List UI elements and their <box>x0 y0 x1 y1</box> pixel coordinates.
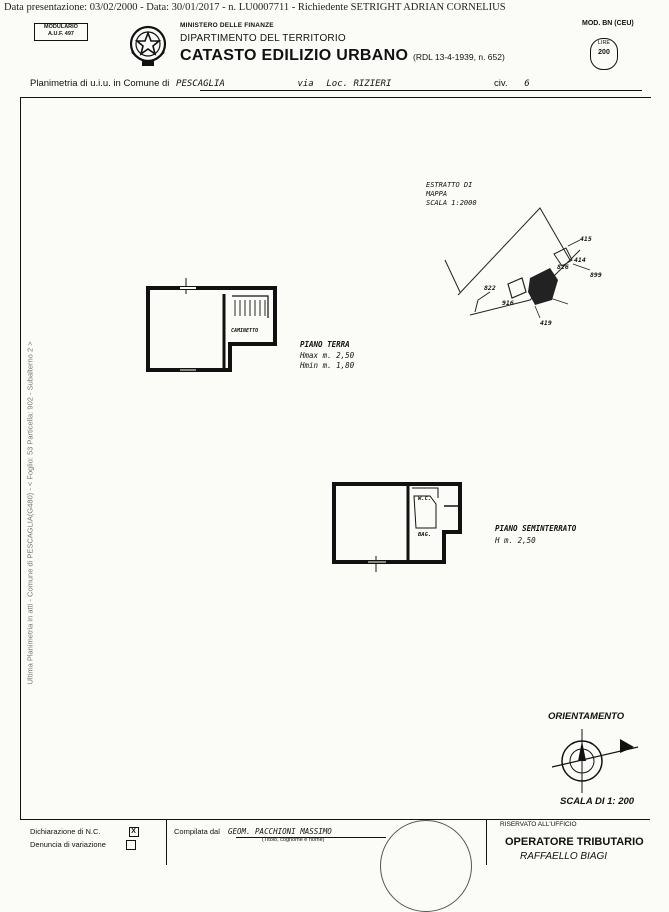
map-label-415: 415 <box>580 235 592 243</box>
compiler-cell: Compilata dal GEOM. PACCHIONI MASSIMO (T… <box>166 819 487 865</box>
rdl-reference: (RDL 13-4-1939, n. 652) <box>412 52 505 62</box>
basement-label-bag: BAG. <box>418 532 432 538</box>
basement-title: PIANO SEMINTERRATO <box>495 524 577 533</box>
basement-floor-plan <box>332 482 462 572</box>
ground-floor-title: PIANO TERRA <box>300 340 350 349</box>
decl-nc-checkbox: X <box>128 827 139 838</box>
lire-stamp: LIRE 200 <box>590 38 618 70</box>
map-label-899: 899 <box>590 271 602 279</box>
drawing-frame <box>20 97 651 820</box>
civ-underline <box>600 90 642 91</box>
footer-band <box>20 819 650 866</box>
estratto-line-1: ESTRATTO DI <box>426 181 473 189</box>
estratto-label: ESTRATTO DI MAPPA SCALA 1:2000 <box>426 181 477 208</box>
model-code: MOD. BN (CEU) <box>582 20 634 27</box>
operator-name: RAFFAELLO BIAGI <box>520 851 608 862</box>
office-cell: RISERVATO ALL'UFFICIO <box>486 819 650 865</box>
ground-floor-hmin: Hmin m. 1,80 <box>300 361 355 370</box>
decl-nc-row: Dichiarazione di N.C. X <box>30 827 139 838</box>
map-label-826: 826 <box>557 263 569 271</box>
decl-var-checkbox <box>125 840 136 851</box>
basement-height: H m. 2,50 <box>495 536 536 545</box>
map-label-414: 414 <box>574 256 586 264</box>
model-box-line-2: A.U.F. 497 <box>48 31 74 37</box>
lire-label: LIRE <box>597 40 611 46</box>
estratto-line-3: SCALA 1:2000 <box>426 199 477 207</box>
operator-title: OPERATORE TRIBUTARIO <box>505 836 644 848</box>
decl-var-label: Denuncia di variazione <box>30 840 106 849</box>
catasto-title-text: CATASTO EDILIZIO URBANO <box>180 47 409 64</box>
estratto-line-2: MAPPA <box>426 190 448 198</box>
compiler-name: GEOM. PACCHIONI MASSIMO <box>227 827 332 836</box>
comune-value: PESCAGLIA <box>176 79 225 89</box>
compiler-label: Compilata dal <box>174 827 220 836</box>
basement-label-wc: W.C. <box>418 496 432 502</box>
caminetto-label: CAMINETTO <box>231 328 259 334</box>
republic-emblem-icon <box>129 25 167 66</box>
north-arrow-icon <box>551 729 639 793</box>
decl-var-row: Denuncia di variazione <box>30 840 136 851</box>
catasto-title: CATASTO EDILIZIO URBANO (RDL 13-4-1939, … <box>180 47 505 65</box>
planimetria-line: Planimetria di u.i.u. in Comune di PESCA… <box>30 78 530 89</box>
presentation-line: Data presentazione: 03/02/2000 - Data: 3… <box>4 2 506 13</box>
ministry-name: MINISTERO DELLE FINANZE <box>180 22 274 29</box>
planimetria-underline <box>200 90 600 91</box>
compiler-row: Compilata dal GEOM. PACCHIONI MASSIMO <box>174 827 332 836</box>
planimetria-label: Planimetria di u.i.u. in Comune di <box>30 78 170 89</box>
compiler-sub: (Titolo, cognome e nome) <box>262 837 325 843</box>
department-name: DIPARTIMENTO DEL TERRITORIO <box>180 33 346 44</box>
model-box-line-1: MODULARIO <box>44 24 78 30</box>
declaration-cell: Dichiarazione di N.C. X Denuncia di vari… <box>20 819 167 865</box>
compiler-underline <box>236 837 386 838</box>
map-label-916: 916 <box>502 299 514 307</box>
civ-label: civ. <box>494 78 508 89</box>
model-box: MODULARIO A.U.F. 497 <box>34 23 88 41</box>
orientation-title: ORIENTAMENTO <box>548 711 625 722</box>
lire-value: 200 <box>598 49 610 56</box>
reserved-label: RISERVATO ALL'UFFICIO <box>500 821 577 828</box>
cadastral-map-extract <box>444 207 591 319</box>
decl-nc-label: Dichiarazione di N.C. <box>30 827 101 836</box>
ground-floor-hmax: Hmax m. 2,50 <box>300 351 355 360</box>
side-archive-text: Ultima Planimetria in atti - Comune di P… <box>25 341 35 685</box>
map-label-419: 419 <box>540 319 552 327</box>
map-label-822: 822 <box>484 284 496 292</box>
scale-label: SCALA DI 1: 200 <box>560 796 635 807</box>
professional-stamp <box>380 820 472 912</box>
ground-floor-plan <box>146 278 277 372</box>
address-value: Loc. RIZIERI <box>326 79 392 89</box>
via-label: via <box>297 79 314 89</box>
civ-value: 6 <box>524 79 530 89</box>
